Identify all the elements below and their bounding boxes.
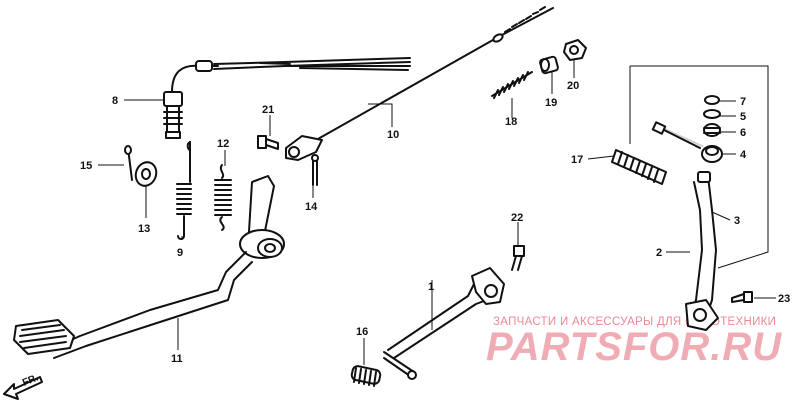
part-19-collar [539,55,559,75]
callout-17: 17 [571,154,583,166]
callout-2: 2 [656,247,662,259]
part-9-spring [176,141,192,240]
callout-9: 9 [177,247,183,259]
callout-20: 20 [567,80,579,92]
part-3-shift-lever [685,171,719,331]
callout-7: 7 [740,96,746,108]
part-20-nut [563,39,587,61]
callout-5: 5 [740,111,746,123]
part-21-bolt [257,135,279,150]
part-13-washer [134,161,158,187]
callout-12: 12 [217,138,229,150]
part-10-brake-rod [285,6,554,161]
part-5-washer [703,109,721,119]
callout-21: 21 [262,104,274,116]
part-11-brake-pedal [13,175,285,359]
callout-13: 13 [138,223,150,235]
callout-10: 10 [387,129,399,141]
part-7-cap [704,95,720,105]
part-18-spring [491,71,533,99]
callout-6: 6 [740,127,746,139]
part-15-pin [124,145,133,181]
callout-22: 22 [511,212,523,224]
callout-14: 14 [305,201,318,213]
assembly-2-frame [629,65,769,269]
callout-19: 19 [545,97,557,109]
part-4-tie-rod-joint [651,121,723,163]
part-23-bolt [731,291,753,303]
callout-16: 16 [356,326,368,338]
part-17-shift-rubber [611,149,667,185]
watermark-brand: PARTSFOR.RU [486,325,782,369]
part-16-rubber [350,365,382,387]
callout-3: 3 [734,215,740,227]
callout-11: 11 [171,353,183,365]
callout-1: 1 [428,281,434,293]
front-direction-arrow: FR. [3,372,43,400]
callout-15: 15 [80,160,92,172]
part-14-cotter-pin [311,154,319,186]
part-1-brake-arm [383,267,505,380]
front-direction-label: FR. [21,372,40,388]
part-6-nut [703,123,721,137]
leader-lines [98,60,776,365]
callout-4: 4 [740,149,747,161]
part-8-brake-switch-cable [163,57,411,139]
part-12-spring [214,164,232,231]
callout-8: 8 [112,95,118,107]
part-22-bolt [511,245,525,271]
callout-18: 18 [505,116,517,128]
callout-23: 23 [778,293,790,305]
